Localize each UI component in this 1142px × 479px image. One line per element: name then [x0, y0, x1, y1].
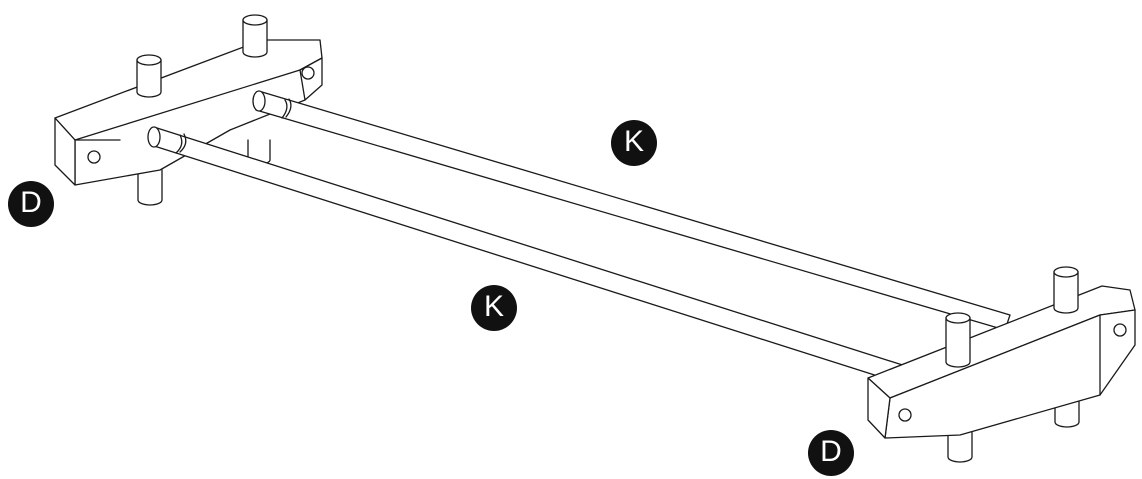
part-label-d-right: D	[808, 430, 854, 476]
part-label-k-back: K	[611, 120, 657, 166]
peg-top-right-b	[1054, 267, 1078, 313]
bracket-d-right	[868, 267, 1135, 462]
bolt-hole-right-front	[899, 409, 911, 421]
peg-top-left-b	[243, 15, 267, 57]
part-label-k-front-text: K	[483, 290, 504, 323]
peg-top-right-a	[946, 313, 970, 367]
bolt-hole-left-front	[88, 151, 100, 163]
part-label-d-left: D	[8, 181, 54, 227]
bracket-d-left	[55, 15, 322, 205]
peg-top-left-a	[137, 55, 161, 97]
part-label-d-right-text: D	[820, 435, 842, 468]
part-label-d-left-text: D	[20, 186, 42, 219]
part-label-k-back-text: K	[623, 125, 644, 158]
part-label-k-front: K	[471, 285, 517, 331]
peg-bottom-left-a	[138, 170, 162, 205]
bolt-hole-right-end	[1114, 324, 1126, 336]
bolt-hole-left-end	[302, 67, 314, 79]
